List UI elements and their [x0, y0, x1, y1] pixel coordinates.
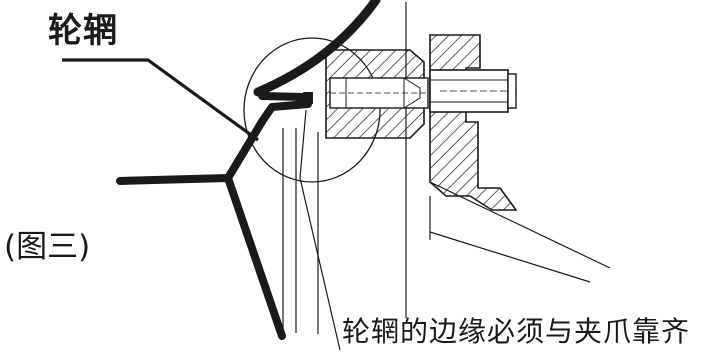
- note-leader-line: [299, 109, 341, 351]
- rim-flange-tip: [303, 92, 313, 104]
- tire-outline: [253, 0, 381, 97]
- support-line-lower: [429, 231, 591, 283]
- alignment-note: 轮辋的边缘必须与夹爪靠齐: [342, 315, 691, 348]
- bolt-head: [507, 73, 517, 109]
- rim-label: 轮辋: [48, 11, 118, 51]
- support-line-upper: [429, 181, 611, 269]
- rim-leader-line: [62, 58, 259, 142]
- rim-lower-outline: [224, 174, 286, 340]
- figure-caption: (图三): [4, 229, 91, 265]
- clamp-plate: [429, 34, 518, 211]
